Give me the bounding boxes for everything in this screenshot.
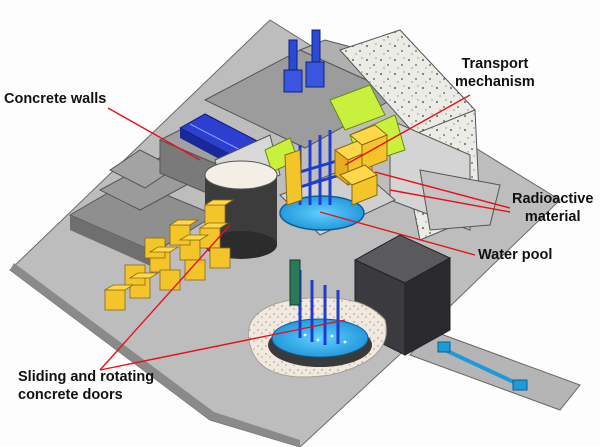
label-water-pool-text: Water pool <box>478 247 553 263</box>
label-transport-line2: mechanism <box>455 74 535 90</box>
label-radioactive-line1: Radioactive <box>512 191 594 207</box>
label-doors-line1: Sliding and rotating <box>18 369 155 385</box>
label-concrete-doors: Sliding and rotating concrete doors <box>18 368 154 404</box>
radioactive-drums-stack <box>333 124 388 206</box>
label-water-pool: Water pool <box>478 246 552 264</box>
transfer-conveyor <box>437 341 528 391</box>
label-doors-line2: concrete doors <box>18 387 123 403</box>
exhaust-stacks <box>283 29 325 93</box>
label-radioactive-material: Radioactive material <box>512 190 593 226</box>
waste-boxes-array <box>103 199 235 311</box>
label-transport-line1: Transport <box>461 56 529 72</box>
leader-lines <box>99 94 511 371</box>
upper-building <box>203 29 501 241</box>
label-concrete-walls: Concrete walls <box>4 90 106 108</box>
label-transport-mechanism: Transport mechanism <box>455 55 535 91</box>
label-concrete-walls-text: Concrete walls <box>4 91 107 107</box>
label-radioactive-line2: material <box>524 209 581 225</box>
lower-pit <box>248 259 387 378</box>
